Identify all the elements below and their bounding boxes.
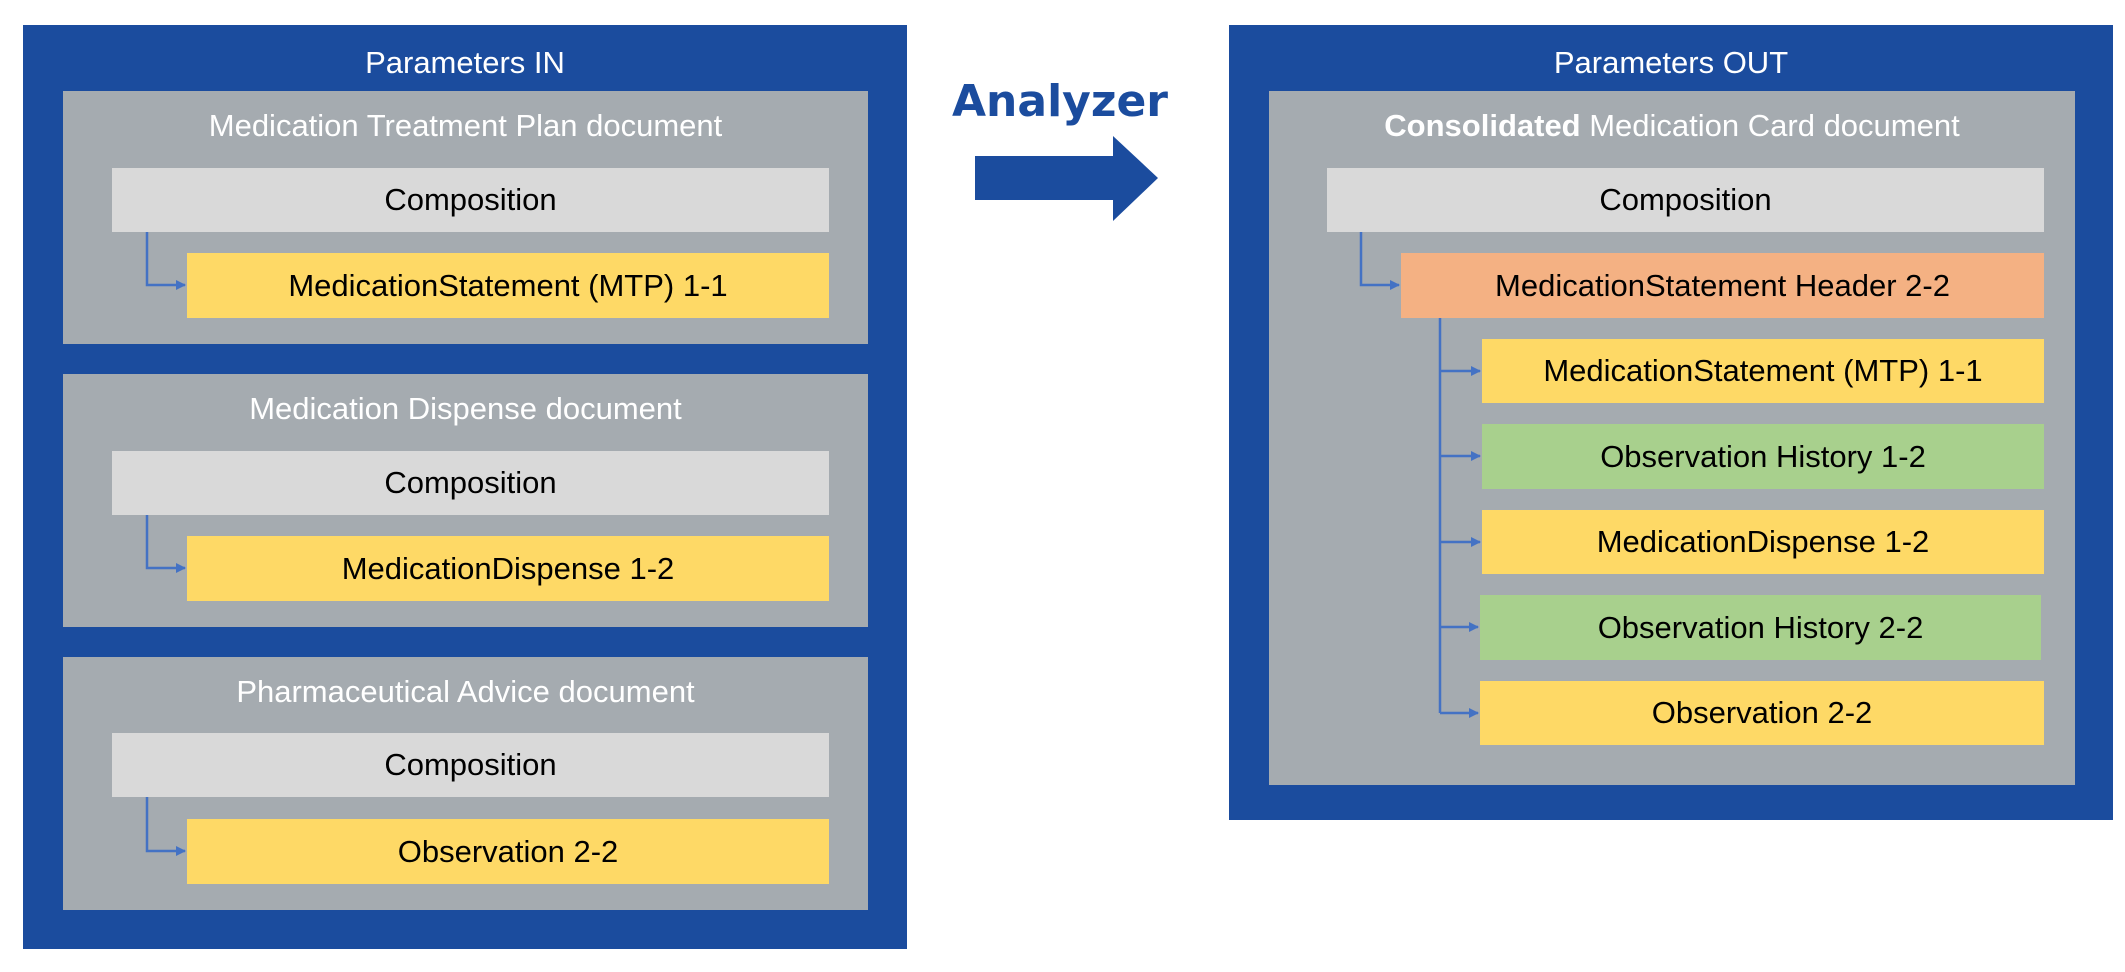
composition-box: Composition — [112, 451, 829, 515]
entry-box: MedicationDispense 1-2 — [1482, 510, 2044, 574]
entry-box: Observation History 2-2 — [1480, 595, 2041, 660]
document-title: Medication Dispense document — [249, 391, 682, 426]
entry-label: MedicationStatement (MTP) 1-1 — [1543, 353, 1983, 388]
composition-label: Composition — [1599, 182, 1772, 217]
entry-box: Observation 2-2 — [1480, 681, 2044, 745]
document-title: Medication Treatment Plan document — [208, 108, 723, 143]
composition-label: Composition — [384, 747, 557, 782]
entry-label: Observation 2-2 — [397, 833, 619, 869]
entry-box: MedicationDispense 1-2 — [187, 536, 829, 601]
header-box: MedicationStatement Header 2-2 — [1401, 253, 2044, 318]
parameters-in-title: Parameters IN — [365, 45, 565, 80]
composition-box: Composition — [112, 733, 829, 797]
parameters-out-title: Parameters OUT — [1553, 45, 1789, 80]
analyzer-label: Analyzer — [952, 76, 1168, 127]
entry-box: MedicationStatement (MTP) 1-1 — [187, 253, 829, 318]
document-title: Consolidated Medication Card document — [1269, 91, 2075, 163]
composition-label: Composition — [384, 182, 557, 217]
entry-box: MedicationStatement (MTP) 1-1 — [1482, 339, 2044, 403]
document-title-rest: Medication Card document — [1580, 108, 1960, 143]
entry-label: MedicationDispense 1-2 — [1596, 524, 1930, 559]
entry-label: Observation 2-2 — [1651, 695, 1873, 730]
document-title-bold: Consolidated — [1384, 108, 1581, 143]
entry-label: MedicationStatement (MTP) 1-1 — [288, 267, 728, 303]
composition-box: Composition — [112, 168, 829, 232]
composition-box: Composition — [1327, 168, 2044, 232]
composition-label: Composition — [384, 465, 557, 500]
entry-label: MedicationDispense 1-2 — [341, 550, 675, 586]
entry-box: Observation 2-2 — [187, 819, 829, 884]
document-title: Pharmaceutical Advice document — [236, 674, 695, 709]
entry-label: Observation History 2-2 — [1597, 609, 1924, 645]
header-label: MedicationStatement Header 2-2 — [1495, 267, 1950, 303]
entry-label: Observation History 1-2 — [1600, 438, 1926, 474]
entry-box: Observation History 1-2 — [1482, 424, 2044, 489]
